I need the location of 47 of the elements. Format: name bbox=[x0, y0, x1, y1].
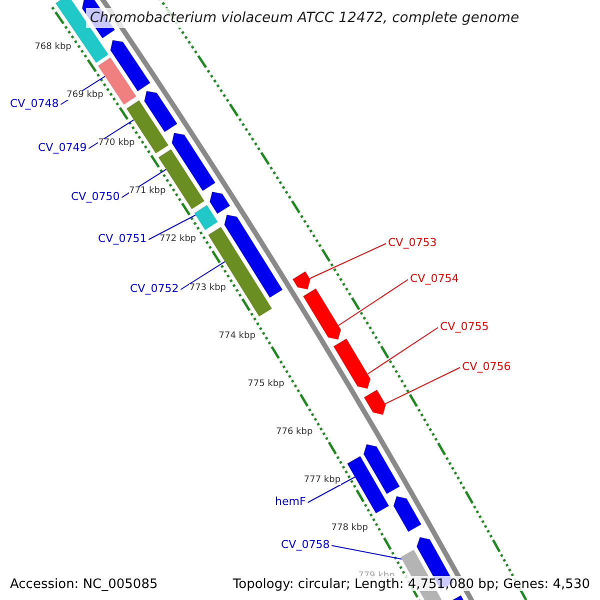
gene-label: CV_0750 bbox=[71, 191, 120, 202]
genome-summary-text: Topology: circular; Length: 4,751,080 bp; Genes: 4,530 bbox=[230, 576, 592, 591]
leader-line bbox=[331, 545, 402, 560]
leader-line bbox=[307, 476, 356, 503]
leader-line bbox=[384, 367, 460, 404]
leader-line bbox=[338, 279, 408, 326]
gene-label: CV_0748 bbox=[10, 98, 59, 109]
scale-label: 769 kbp bbox=[66, 91, 104, 100]
scale-label: 778 kbp bbox=[331, 524, 368, 533]
accession-text: Accession: NC_005085 bbox=[8, 576, 160, 593]
gene-label: CV_0753 bbox=[388, 237, 437, 248]
scale-label: 771 kbp bbox=[129, 187, 166, 196]
gene-feature bbox=[110, 40, 150, 92]
scale-label: 775 kbp bbox=[248, 380, 284, 389]
leader-line bbox=[148, 214, 196, 240]
gene-label: CV_0754 bbox=[410, 273, 459, 284]
gene-feature bbox=[364, 390, 386, 415]
leader-line bbox=[88, 119, 134, 149]
scale-label: 772 kbp bbox=[159, 235, 196, 244]
gene-label: CV_0751 bbox=[98, 233, 147, 244]
gene-feature bbox=[347, 456, 389, 514]
scale-label: 777 kbp bbox=[304, 476, 341, 485]
scale-label: 770 kbp bbox=[98, 139, 135, 148]
gene-feature bbox=[210, 192, 230, 214]
leader-line bbox=[367, 327, 438, 374]
gene-feature bbox=[334, 338, 370, 389]
leader-line bbox=[309, 243, 386, 279]
gene-feature bbox=[224, 214, 282, 298]
gene-label: CV_0752 bbox=[130, 283, 179, 294]
gene-label: CV_0749 bbox=[38, 142, 87, 153]
gene-feature bbox=[394, 496, 422, 532]
scale-label: 776 kbp bbox=[276, 428, 313, 437]
gene-label: CV_0755 bbox=[440, 321, 489, 332]
gene-feature bbox=[364, 444, 400, 494]
scale-label: 773 kbp bbox=[189, 284, 226, 292]
gene-feature bbox=[144, 91, 178, 132]
gene-feature bbox=[208, 226, 272, 316]
gene-feature bbox=[172, 132, 216, 191]
leader-line bbox=[180, 261, 226, 290]
scale-label: 774 kbp bbox=[218, 332, 256, 341]
gene-feature bbox=[303, 288, 341, 340]
gene-label: CV_0758 bbox=[281, 539, 330, 550]
scale-label: 768 kbp bbox=[34, 43, 72, 52]
gene-label: CV_0756 bbox=[462, 361, 511, 372]
gene-feature bbox=[292, 271, 310, 290]
gene-feature bbox=[194, 205, 218, 230]
gene-label: hemF bbox=[275, 496, 306, 507]
